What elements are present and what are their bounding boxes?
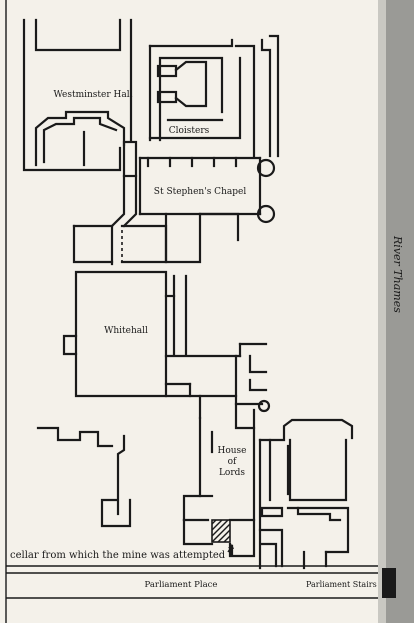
label-house-of-lords-line2: of [228,457,237,467]
river-bank [378,0,386,623]
chapel-turret-north [256,158,276,178]
label-river-thames: River Thames [391,235,404,313]
label-cloisters: Cloisters [169,126,210,136]
label-st-stephens-chapel: St Stephen's Chapel [154,187,247,197]
label-house-of-lords-line3: Lords [219,468,245,478]
western-fragments [36,426,132,528]
east-corridor-rooms [164,342,271,420]
westminster-hall [22,18,133,172]
eastern-buildings [258,418,354,570]
river-thames-strip [378,0,414,623]
rooms-south-of-chapel [72,212,240,264]
parliament-stairs-marker [382,568,396,598]
label-westminster-hall: Westminster Hall [54,90,133,100]
label-house-of-lords-line1: House [217,446,246,456]
chapel-turret-south [256,204,276,224]
label-parliament-place: Parliament Place [145,580,218,590]
label-whitehall: Whitehall [104,326,148,336]
hall-chapel-link [110,140,138,266]
cloisters [148,34,280,158]
label-parliament-stairs: Parliament Stairs [306,580,377,589]
house-of-lords [182,402,256,522]
parliament-place-street [6,565,378,599]
cellar-hatched [182,518,256,558]
label-cellar: cellar from which the mine was attempted [10,550,226,561]
cellar-pointer-arrow [227,544,234,553]
